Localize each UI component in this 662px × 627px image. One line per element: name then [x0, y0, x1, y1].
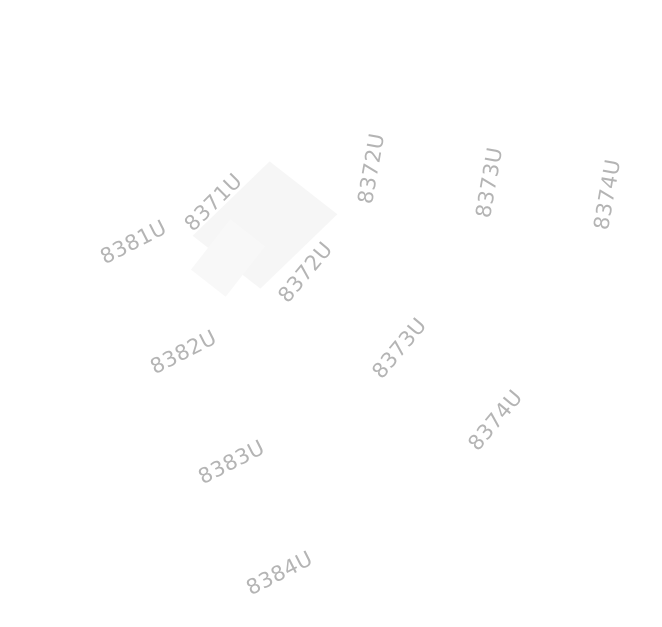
- grid-label: 8381U: [96, 215, 171, 269]
- grid-label: 8374U: [463, 385, 528, 456]
- grid-label: 8382U: [146, 325, 221, 379]
- grid-label: 8374U: [589, 157, 626, 232]
- grid-label: 8373U: [367, 313, 432, 384]
- grid-label: 8384U: [242, 546, 317, 600]
- grid-label: 8372U: [353, 131, 390, 206]
- grid-label: 8383U: [194, 435, 269, 489]
- grid-label: 8373U: [471, 145, 508, 220]
